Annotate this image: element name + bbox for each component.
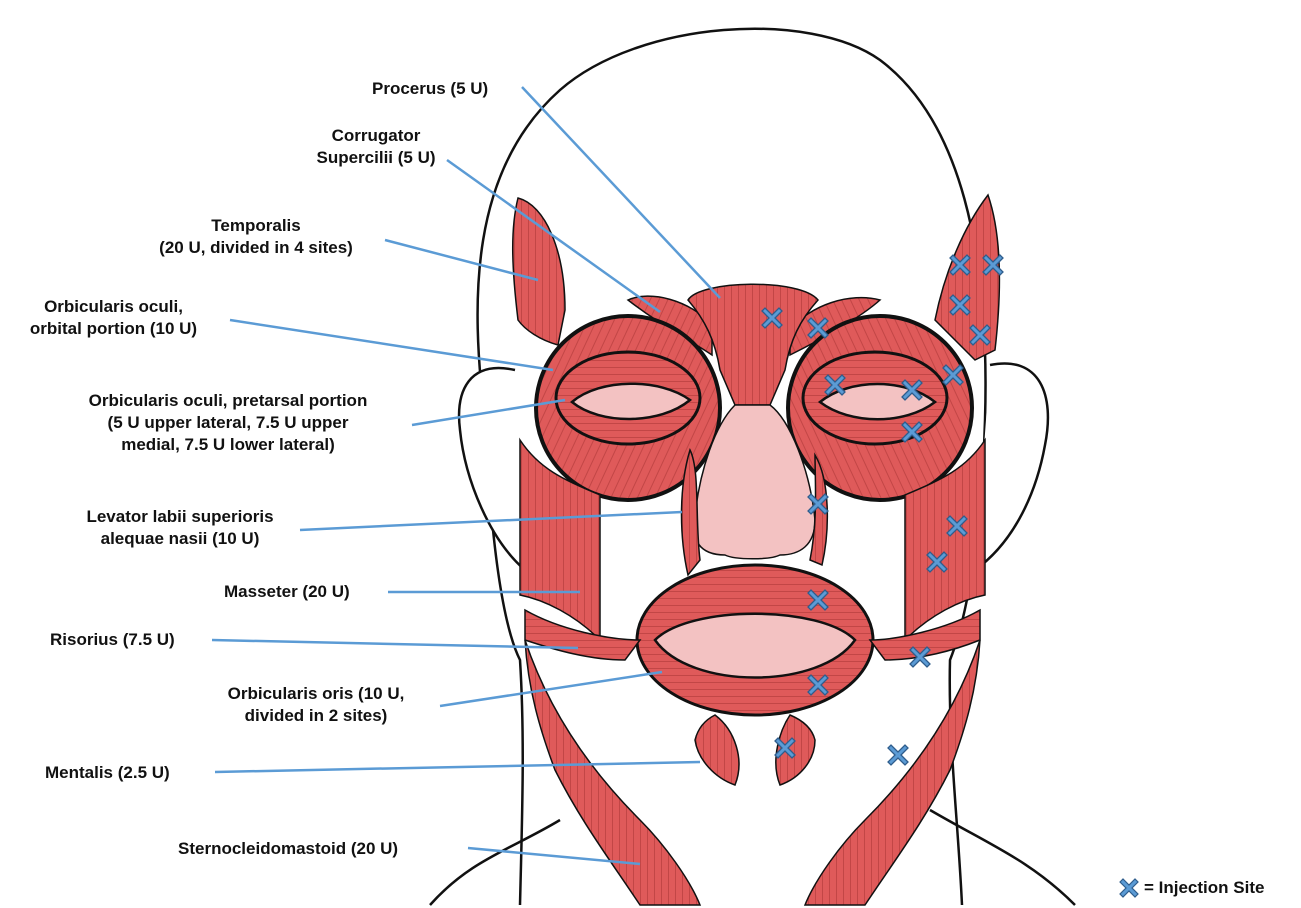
x-marker-icon [1116,875,1142,901]
label-masseter: Masseter (20 U) [224,581,350,603]
left-ear [459,368,525,570]
legend-label: = Injection Site [1144,878,1264,898]
label-sternocleidomastoid: Sternocleidomastoid (20 U) [178,838,398,860]
label-oris: Orbicularis oris (10 U,divided in 2 site… [196,683,436,727]
label-risorius: Risorius (7.5 U) [50,629,175,651]
label-mentalis: Mentalis (2.5 U) [45,762,170,784]
label-procerus: Procerus (5 U) [372,78,488,100]
legend: = Injection Site [1116,875,1264,901]
label-temporalis: Temporalis(20 U, divided in 4 sites) [130,215,382,259]
label-oo-orbital: Orbicularis oculi,orbital portion (10 U) [0,296,227,340]
label-oo-pretarsal: Orbicularis oculi, pretarsal portion(5 U… [44,390,412,456]
